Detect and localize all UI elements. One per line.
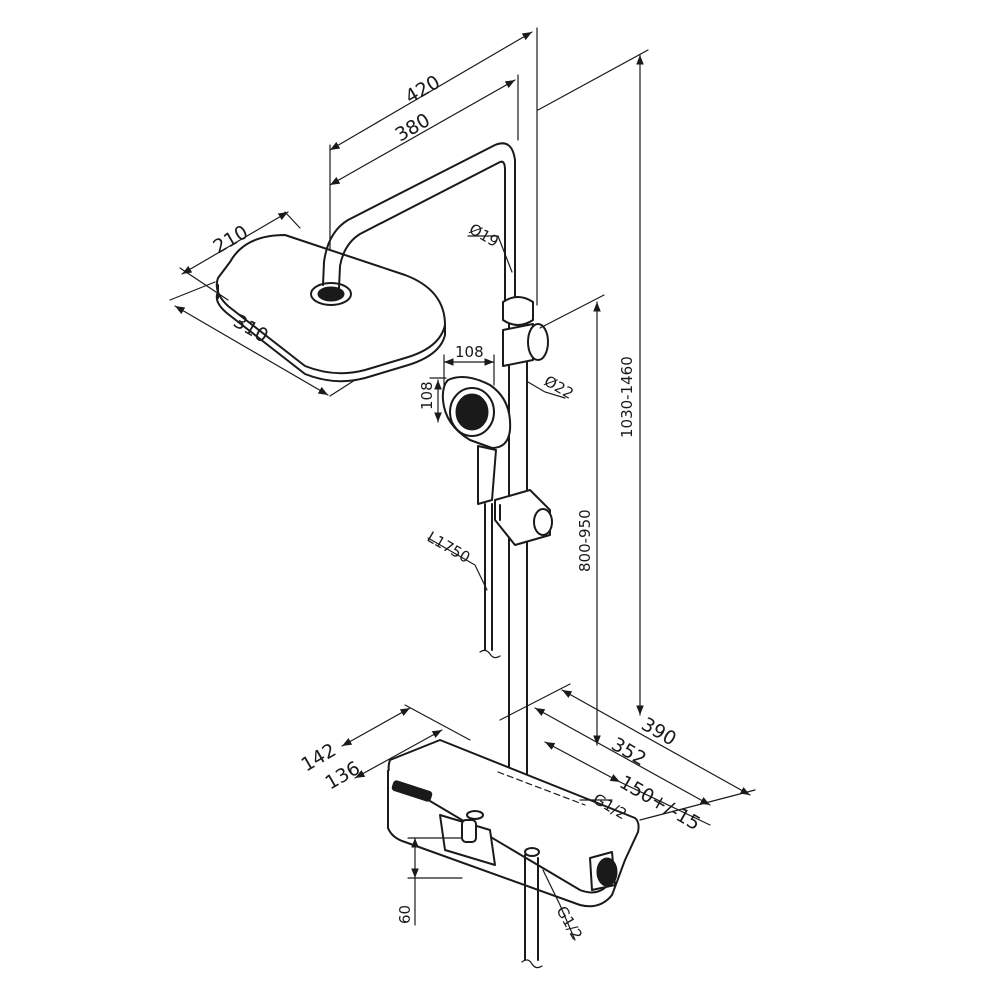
dim-slider-height: 800-950 [576, 509, 594, 572]
dim-hand-width: 108 [455, 343, 484, 361]
dimension-lines [169, 27, 756, 941]
dim-arm-reach: 380 [392, 109, 434, 146]
dim-head-width: 420 [402, 71, 444, 108]
dim-body-depth: 352 [608, 733, 650, 770]
hand-shower-slider [494, 489, 553, 546]
dim-total-height: 1030-1460 [618, 356, 636, 438]
dim-rail-diameter: Ø19 [466, 220, 502, 251]
dim-inlet-thread: G1/2 [553, 903, 586, 943]
dim-hand-height: 108 [418, 381, 436, 410]
dim-hose-length: L1750 [424, 528, 473, 567]
vertical-rail [502, 296, 549, 795]
dim-body-width: 390 [638, 713, 680, 750]
hand-shower [441, 375, 512, 659]
dim-body-height: 60 [396, 905, 414, 924]
dim-pipe-diameter: Ø22 [541, 372, 577, 403]
overhead-shower-head [215, 234, 446, 383]
thermostat-body [387, 739, 640, 969]
